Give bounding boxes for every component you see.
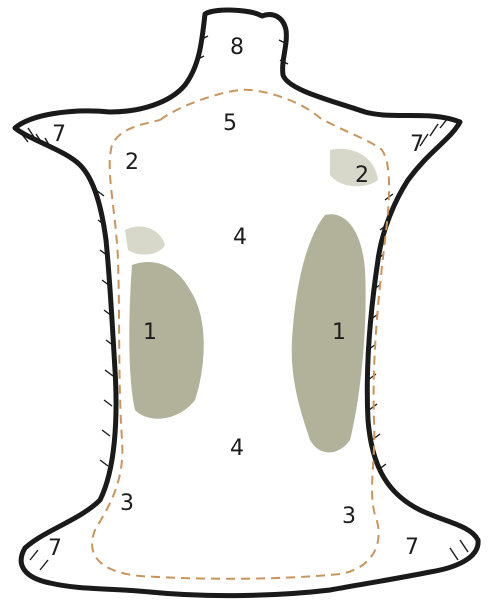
zone-label-hindleg-left: 7: [48, 536, 62, 561]
zone-label-flank-right: 3: [342, 504, 356, 529]
zone-label-side-left: 1: [143, 320, 157, 345]
zone-label-shoulder-side-left: 2: [125, 150, 139, 175]
zone-label-back-upper: 4: [233, 225, 247, 250]
zone-label-shoulder-side-right: 2: [355, 163, 369, 188]
zone-label-hindleg-right: 7: [405, 535, 419, 560]
zone-label-foreleg-right: 7: [410, 132, 424, 157]
zone-label-neck: 8: [230, 35, 244, 60]
zone-label-side-right: 1: [332, 320, 346, 345]
zone-label-flank-left: 3: [120, 491, 134, 516]
zone-label-back-lower: 4: [230, 436, 244, 461]
hide-outline: [15, 10, 478, 596]
zone-label-shoulder: 5: [223, 111, 237, 136]
zone-label-foreleg-left: 7: [52, 122, 66, 147]
